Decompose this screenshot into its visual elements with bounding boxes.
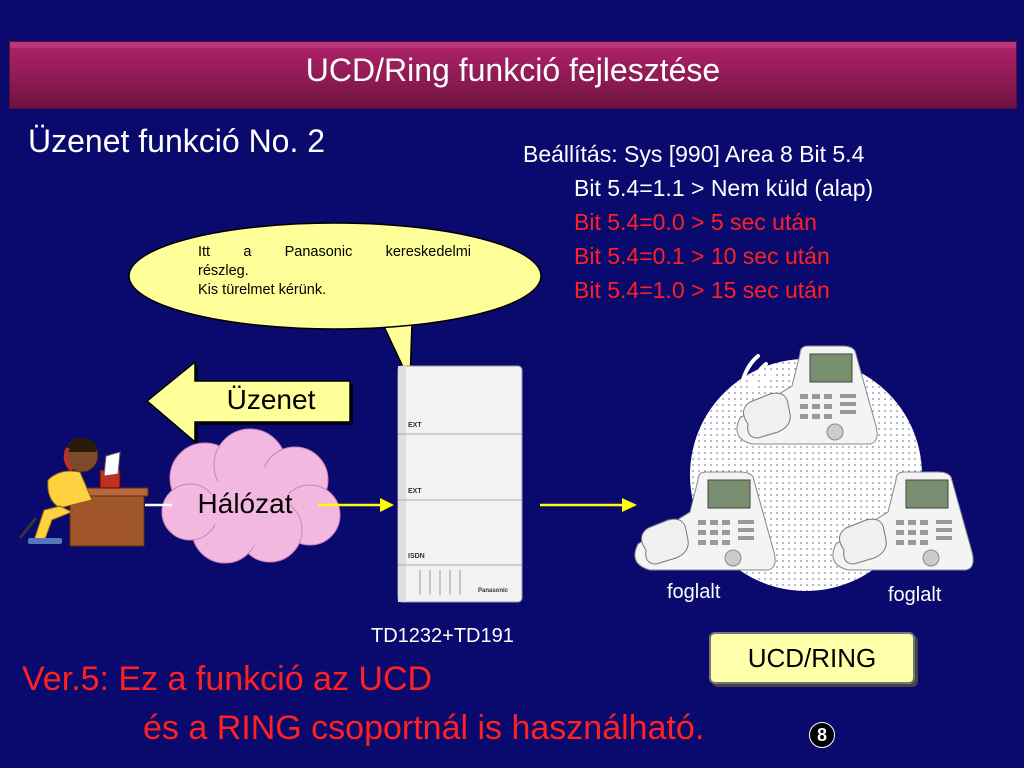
version-note-line-1: Ver.5: Ez a funkció az UCD	[22, 660, 433, 698]
speech-bubble	[128, 222, 542, 383]
caller-person-icon	[18, 437, 149, 547]
settings-block: Beállítás: Sys [990] Area 8 Bit 5.4 Bit …	[523, 137, 873, 307]
settings-header: Beállítás: Sys [990] Area 8 Bit 5.4	[523, 141, 865, 167]
pbx-unit: EXT EXT ISDN Panasonic	[397, 365, 523, 603]
message-label: Üzenet	[226, 384, 316, 415]
speech-bubble-text: Itt a Panasonic kereskedelmi részleg. Ki…	[198, 243, 471, 300]
svg-text:Panasonic: Panasonic	[478, 588, 509, 594]
desk-phone-busy-left	[634, 471, 776, 571]
network-to-pbx-arrow	[318, 498, 394, 512]
svg-text:ISDN: ISDN	[408, 553, 425, 560]
bubble-line-3: Kis türelmet kérünk.	[198, 282, 327, 298]
bubble-line-2: részleg.	[198, 263, 249, 279]
group-label-box: UCD/RING	[709, 632, 915, 684]
slide-number-badge: 8	[809, 722, 835, 748]
network-cloud	[161, 428, 341, 564]
section-title: Üzenet funkció No. 2	[28, 123, 326, 159]
title-bar	[10, 42, 1016, 108]
setting-option-15s: Bit 5.4=1.0 > 15 sec után	[574, 277, 830, 303]
bubble-line-1: Itt a Panasonic kereskedelmi	[198, 244, 471, 260]
svg-text:EXT: EXT	[408, 488, 422, 495]
desk-phone-ringing	[736, 345, 878, 445]
desk-phone-busy-right	[832, 471, 974, 571]
ringing-waves-icon	[740, 354, 774, 390]
setting-option-5s: Bit 5.4=0.0 > 5 sec után	[574, 209, 817, 235]
pbx-to-phones-arrow	[540, 498, 637, 512]
busy-label-left: foglalt	[667, 581, 721, 603]
setting-option-default: Bit 5.4=1.1 > Nem küld (alap)	[574, 175, 874, 201]
svg-text:EXT: EXT	[408, 422, 422, 429]
setting-option-10s: Bit 5.4=0.1 > 10 sec után	[574, 243, 830, 269]
slide-title: UCD/Ring funkció fejlesztése	[305, 52, 721, 88]
pbx-label: TD1232+TD191	[371, 625, 514, 647]
message-arrow	[145, 360, 353, 445]
busy-label-right: foglalt	[888, 584, 942, 606]
network-label: Hálózat	[197, 488, 293, 519]
version-note-line-2: és a RING csoportnál is használható.	[143, 709, 705, 747]
